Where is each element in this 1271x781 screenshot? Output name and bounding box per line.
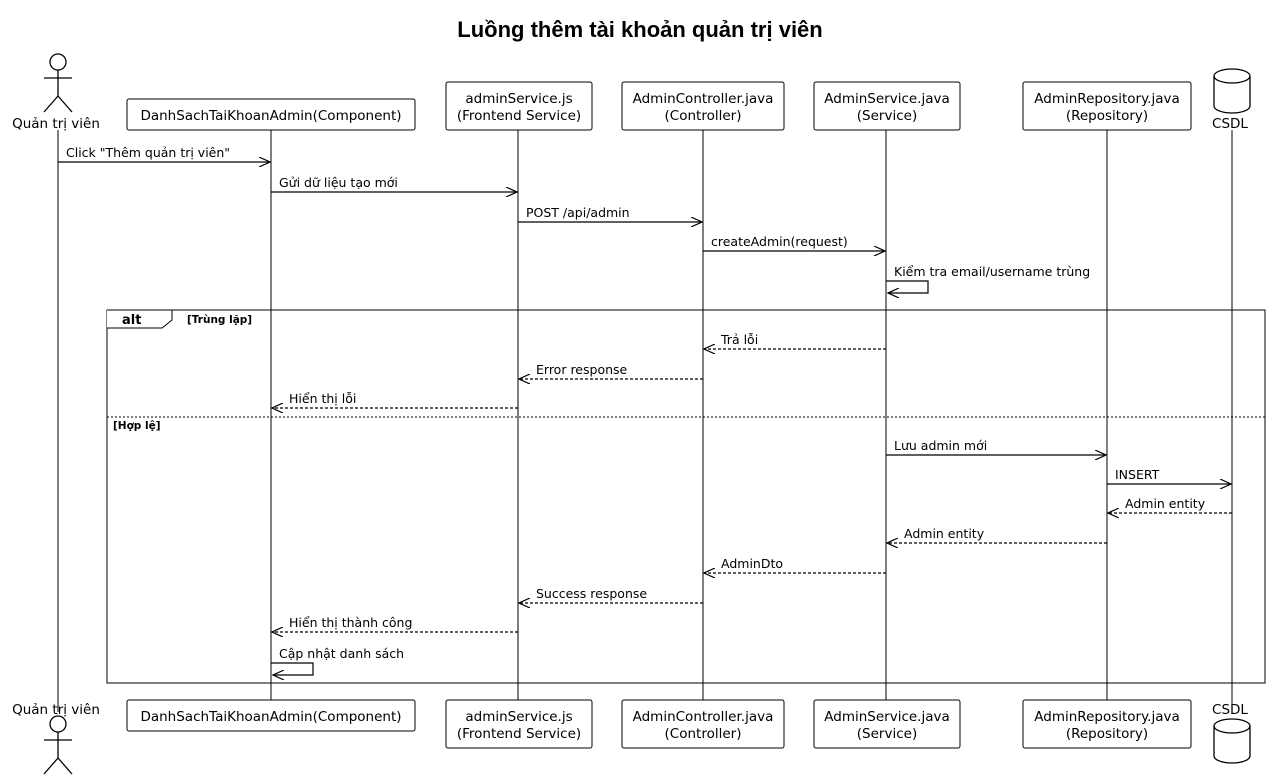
- message: Gửi dữ liệu tạo mới: [271, 175, 517, 192]
- message-label: Gửi dữ liệu tạo mới: [279, 175, 398, 190]
- participant-fe-service-stereotype: (Frontend Service): [457, 108, 581, 124]
- participants-top: DanhSachTaiKhoanAdmin(Component) adminSe…: [126, 81, 1192, 131]
- participant-service-bottom-label: AdminService.java: [824, 709, 950, 725]
- alt-fragment: alt [Trùng lặp] [Hợp lệ]: [106, 309, 1266, 684]
- message: Trả lỗi: [704, 332, 886, 349]
- actor-top-label: Quản trị viên: [12, 116, 100, 132]
- participant-service-bottom-stereotype: (Service): [857, 726, 917, 742]
- message-label: AdminDto: [721, 556, 783, 571]
- participant-service-stereotype: (Service): [857, 108, 917, 124]
- participant-repository-bottom-label: AdminRepository.java: [1034, 709, 1179, 725]
- participant-controller-stereotype: (Controller): [665, 108, 742, 124]
- message: Admin entity: [887, 526, 1107, 543]
- message-label: Hiển thị lỗi: [289, 391, 356, 406]
- participant-component[interactable]: DanhSachTaiKhoanAdmin(Component): [126, 98, 416, 131]
- message-label: Lưu admin mới: [894, 438, 987, 453]
- alt-tab: [107, 309, 173, 329]
- participant-repository-label: AdminRepository.java: [1034, 91, 1179, 107]
- message-label: createAdmin(request): [711, 234, 848, 249]
- message: INSERT: [1107, 467, 1231, 484]
- participant-service-label: AdminService.java: [824, 91, 950, 107]
- message-label: Click "Thêm quản trị viên": [66, 145, 230, 160]
- self-message-arrow: [886, 280, 929, 293]
- db-top-label: CSDL: [1212, 116, 1248, 132]
- participant-repository[interactable]: AdminRepository.java (Repository): [1022, 81, 1192, 131]
- actor-head-icon: [49, 53, 67, 71]
- message: Hiển thị thành công: [272, 615, 518, 632]
- message-label: Kiểm tra email/username trùng: [894, 264, 1090, 279]
- alt-guard-valid: [Hợp lệ]: [113, 420, 161, 432]
- message: Success response: [519, 586, 703, 603]
- message: Error response: [519, 362, 703, 379]
- message-label: Trả lỗi: [720, 332, 758, 347]
- alt-keyword: alt: [122, 313, 141, 328]
- participant-component-bottom-label: DanhSachTaiKhoanAdmin(Component): [140, 709, 401, 725]
- participant-controller[interactable]: AdminController.java (Controller): [621, 81, 785, 131]
- message: Hiển thị lỗi: [272, 391, 518, 408]
- participant-service[interactable]: AdminService.java (Service): [813, 81, 961, 131]
- participant-fe-service-label: adminService.js: [465, 91, 572, 107]
- participant-fe-service-bottom-stereotype: (Frontend Service): [457, 726, 581, 742]
- message-label: Admin entity: [1125, 496, 1206, 511]
- message-label: Cập nhật danh sách: [279, 646, 404, 661]
- actor-top: [43, 53, 73, 113]
- participant-repository-bottom[interactable]: AdminRepository.java (Repository): [1022, 699, 1192, 749]
- message: Admin entity: [1108, 496, 1232, 513]
- participant-controller-bottom-stereotype: (Controller): [665, 726, 742, 742]
- participant-repository-stereotype: (Repository): [1066, 108, 1148, 124]
- message: POST /api/admin: [518, 205, 702, 222]
- lifelines: [57, 130, 1233, 712]
- participant-fe-service-bottom[interactable]: adminService.js (Frontend Service): [445, 699, 593, 749]
- participant-fe-service-bottom-label: adminService.js: [465, 709, 572, 725]
- message-label: POST /api/admin: [526, 205, 630, 220]
- message: Lưu admin mới: [886, 438, 1106, 455]
- participant-repository-bottom-stereotype: (Repository): [1066, 726, 1148, 742]
- message-label: INSERT: [1115, 467, 1160, 482]
- message: Click "Thêm quản trị viên": [58, 145, 270, 162]
- db-bottom-label: CSDL: [1212, 702, 1248, 718]
- message: createAdmin(request): [703, 234, 885, 251]
- database-top-icon: [1213, 68, 1251, 114]
- diagram-title: Luồng thêm tài khoản quản trị viên: [457, 17, 822, 42]
- database-bottom-icon: [1213, 718, 1251, 764]
- message: AdminDto: [704, 556, 886, 573]
- actor-bottom: [43, 715, 73, 775]
- message-label: Success response: [536, 586, 647, 601]
- message: Cập nhật danh sách: [271, 646, 404, 675]
- participant-fe-service[interactable]: adminService.js (Frontend Service): [445, 81, 593, 131]
- participants-bottom: DanhSachTaiKhoanAdmin(Component) adminSe…: [126, 699, 1192, 749]
- message-label: Admin entity: [904, 526, 985, 541]
- message-label: Error response: [536, 362, 628, 377]
- alt-guard-duplicate: [Trùng lặp]: [187, 314, 252, 326]
- alt-frame: [106, 309, 1266, 684]
- actor-head-icon: [49, 715, 67, 733]
- participant-controller-bottom[interactable]: AdminController.java (Controller): [621, 699, 785, 749]
- participant-service-bottom[interactable]: AdminService.java (Service): [813, 699, 961, 749]
- messages: Click "Thêm quản trị viên" Gửi dữ liệu tạ…: [58, 145, 1232, 675]
- participant-component-label: DanhSachTaiKhoanAdmin(Component): [140, 108, 401, 124]
- actor-bottom-label: Quản trị viên: [12, 702, 100, 718]
- message: Kiểm tra email/username trùng: [886, 264, 1090, 293]
- participant-controller-label: AdminController.java: [633, 91, 774, 107]
- self-message-arrow: [271, 662, 314, 675]
- participant-component-bottom[interactable]: DanhSachTaiKhoanAdmin(Component): [126, 699, 416, 732]
- participant-controller-bottom-label: AdminController.java: [633, 709, 774, 725]
- message-label: Hiển thị thành công: [289, 615, 412, 630]
